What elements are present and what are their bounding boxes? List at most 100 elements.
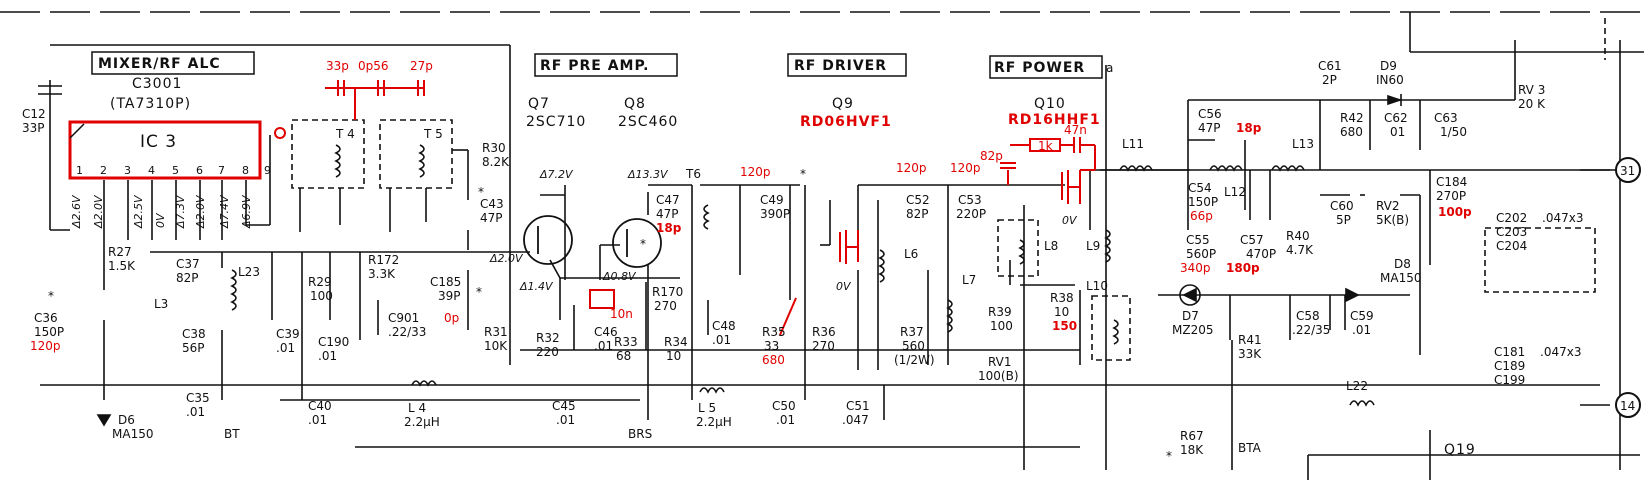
svg-text:C60: C60 <box>1330 199 1354 213</box>
svg-text:*: * <box>48 289 54 303</box>
alpha-mark: a <box>1106 61 1113 75</box>
svg-text:R35: R35 <box>762 325 786 339</box>
svg-text:C58: C58 <box>1296 309 1320 323</box>
q7-name: Q7 <box>528 96 550 112</box>
svg-text:39P: 39P <box>438 289 461 303</box>
svg-text:C184: C184 <box>1436 175 1467 189</box>
svg-text:(1/2W): (1/2W) <box>894 353 935 367</box>
svg-text:Δ7.4V: Δ7.4V <box>218 194 231 229</box>
module-preamp-title: RF PRE AMP. <box>540 58 649 74</box>
svg-text:150: 150 <box>1052 319 1077 333</box>
svg-text:R39: R39 <box>988 305 1012 319</box>
svg-text:C57: C57 <box>1240 233 1264 247</box>
svg-text:R29: R29 <box>308 275 332 289</box>
q9-name: Q9 <box>832 96 854 112</box>
svg-text:10: 10 <box>1054 305 1069 319</box>
svg-text:R33: R33 <box>614 335 638 349</box>
svg-text:0p: 0p <box>444 311 459 325</box>
svg-text:C55: C55 <box>1186 233 1210 247</box>
svg-text:.01: .01 <box>276 341 295 355</box>
svg-text:D9: D9 <box>1380 59 1397 73</box>
svg-text:*: * <box>476 285 482 299</box>
ic3-part: (TA7310P) <box>110 96 191 112</box>
ic3-voltages: Δ2.6V Δ2.0V Δ2.5V 0V Δ7.3V Δ2.0V Δ7.4V Δ… <box>70 194 253 229</box>
svg-text:.047: .047 <box>842 413 869 427</box>
svg-text:*: * <box>478 185 484 199</box>
svg-text:0V: 0V <box>154 212 167 228</box>
q7-vc: Δ7.2V <box>539 168 574 181</box>
svg-text:C199: C199 <box>1494 373 1525 387</box>
svg-text:Δ7.3V: Δ7.3V <box>174 194 187 229</box>
q7-vb: Δ2.0V <box>489 252 524 265</box>
svg-text:D7: D7 <box>1182 309 1199 323</box>
svg-text:.01: .01 <box>776 413 795 427</box>
svg-text:33: 33 <box>764 339 779 353</box>
module-driver-title: RF DRIVER <box>794 58 887 74</box>
svg-text:120p: 120p <box>896 161 927 175</box>
q10-part: RD16HHF1 <box>1008 112 1101 128</box>
svg-text:390P: 390P <box>760 207 790 221</box>
svg-text:C51: C51 <box>846 399 870 413</box>
svg-text:8: 8 <box>242 164 249 177</box>
svg-text:L 5: L 5 <box>698 401 716 415</box>
svg-text:L23: L23 <box>238 265 260 279</box>
svg-text:1: 1 <box>76 164 83 177</box>
svg-text:C40: C40 <box>308 399 332 413</box>
svg-text:C185: C185 <box>430 275 461 289</box>
svg-text:C62: C62 <box>1384 111 1408 125</box>
svg-text:Δ2.0V: Δ2.0V <box>194 194 207 229</box>
svg-text:3.3K: 3.3K <box>368 267 396 281</box>
svg-text:33p: 33p <box>326 59 349 73</box>
svg-text:C50: C50 <box>772 399 796 413</box>
svg-text:L6: L6 <box>904 247 918 261</box>
svg-text:2: 2 <box>100 164 107 177</box>
svg-text:*: * <box>640 237 646 251</box>
svg-text:R31: R31 <box>484 325 508 339</box>
svg-text:RV2: RV2 <box>1376 199 1400 213</box>
svg-text:150P: 150P <box>1188 195 1218 209</box>
svg-text:01: 01 <box>1390 125 1405 139</box>
svg-text:*: * <box>1166 449 1172 463</box>
q10-v: 0V <box>1062 214 1078 227</box>
svg-text:47P: 47P <box>480 211 503 225</box>
svg-text:L7: L7 <box>962 273 976 287</box>
svg-text:66p: 66p <box>1190 209 1213 223</box>
svg-text:1/50: 1/50 <box>1440 125 1467 139</box>
svg-text:IN60: IN60 <box>1376 73 1404 87</box>
svg-text:340p: 340p <box>1180 261 1211 275</box>
svg-text:33P: 33P <box>22 121 45 135</box>
svg-text:R27: R27 <box>108 245 132 259</box>
svg-text:33K: 33K <box>1238 347 1262 361</box>
svg-text:56P: 56P <box>182 341 205 355</box>
connector-14: 14 <box>1620 399 1635 413</box>
svg-text:C203: C203 <box>1496 225 1527 239</box>
svg-text:C53: C53 <box>958 193 982 207</box>
svg-text:68: 68 <box>616 349 631 363</box>
svg-text:D8: D8 <box>1394 257 1411 271</box>
svg-text:C36: C36 <box>34 311 58 325</box>
q9-part: RD06HVF1 <box>800 114 892 130</box>
svg-text:120p: 120p <box>30 339 61 353</box>
modification-symbols <box>325 80 1096 336</box>
svg-text:C189: C189 <box>1494 359 1525 373</box>
svg-text:6: 6 <box>196 164 203 177</box>
svg-text:C59: C59 <box>1350 309 1374 323</box>
svg-text:100(B): 100(B) <box>978 369 1019 383</box>
svg-text:C204: C204 <box>1496 239 1527 253</box>
svg-text:.01: .01 <box>308 413 327 427</box>
svg-text:82P: 82P <box>906 207 929 221</box>
svg-text:100p: 100p <box>1438 205 1472 219</box>
svg-text:C54: C54 <box>1188 181 1212 195</box>
svg-text:270: 270 <box>654 299 677 313</box>
svg-text:RV 3: RV 3 <box>1518 83 1545 97</box>
q8-name: Q8 <box>624 96 646 112</box>
modification-labels: 33p 0p56 27p 120p 0p 18p 10n 120p 680 12… <box>30 59 1472 367</box>
ic3-pins: 1 2 3 4 5 6 7 8 9 <box>76 164 271 177</box>
svg-text:C37: C37 <box>176 257 200 271</box>
svg-text:180p: 180p <box>1226 261 1260 275</box>
svg-text:.22/35: .22/35 <box>1292 323 1330 337</box>
svg-text:27p: 27p <box>410 59 433 73</box>
